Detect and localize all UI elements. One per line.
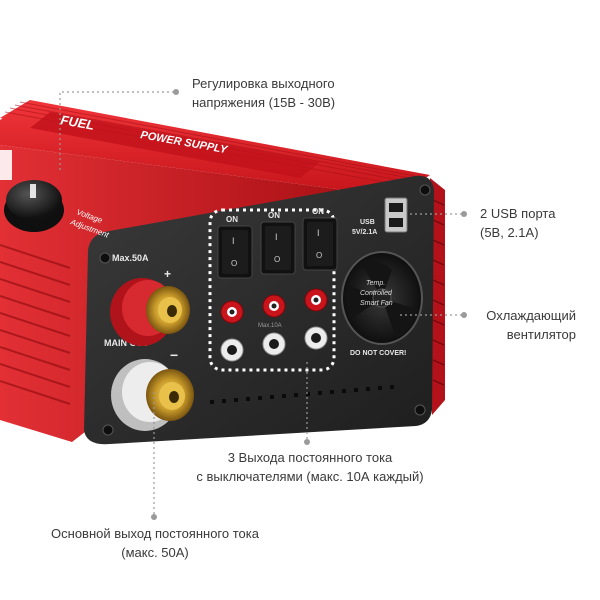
cooling-fan	[341, 251, 423, 345]
screw-icon	[102, 424, 114, 436]
screw-icon	[419, 184, 431, 196]
dc-outputs-highlight	[208, 208, 336, 372]
side-fins	[0, 244, 71, 405]
switch-mark-on: I	[232, 236, 235, 246]
switch-on-label: ON	[268, 211, 280, 220]
switch-on-label: ON	[226, 215, 238, 224]
callout-usb: 2 USB порта (5В, 2.1А)	[480, 204, 555, 242]
callout-voltage-line2: напряжения (15В - 30В)	[192, 95, 336, 110]
callout-main-output: Основной выход постоянного тока (макс. 5…	[20, 524, 290, 562]
callout-voltage: Регулировка выходного напряжения (15В - …	[192, 74, 335, 112]
brand-text: FUEL	[59, 112, 95, 133]
switch-on-label: ON	[312, 207, 324, 216]
polarity-plus: +	[164, 267, 171, 281]
switch-mark-off: O	[231, 259, 237, 268]
callout-dot-icon	[173, 89, 179, 95]
callout-dc-outputs-line2: с выключателями (макс. 10А каждый)	[196, 469, 424, 484]
callout-main-output-line1: Основной выход постоянного тока	[51, 526, 259, 541]
callout-dot-icon	[461, 211, 467, 217]
dc-output-red-row	[220, 288, 328, 324]
usb-label: USB	[360, 219, 375, 226]
main-out-rating: Max.50A	[112, 253, 149, 263]
fan-label-line2: Controlled	[360, 290, 393, 297]
callout-usb-line2: (5В, 2.1А)	[480, 225, 539, 240]
callout-usb-line1: 2 USB порта	[480, 206, 556, 221]
callout-fan: Охлаждающий вентилятор	[486, 306, 576, 344]
top-label-area	[30, 112, 320, 178]
callout-dots	[151, 89, 467, 520]
dc-output-black-row	[220, 326, 328, 362]
polarity-minus: −	[170, 347, 178, 363]
screw-icon	[99, 252, 111, 264]
panel-screws	[99, 184, 431, 436]
display-window	[0, 150, 12, 180]
main-negative-terminal[interactable]	[111, 359, 194, 431]
voltage-knob[interactable]	[4, 180, 64, 232]
callout-dot-icon	[461, 312, 467, 318]
callout-fan-line2: вентилятор	[506, 327, 576, 342]
callout-lines	[59, 91, 462, 515]
rocker-switch-2[interactable]: I O	[260, 221, 296, 275]
aux-rating: Max.10A	[258, 323, 282, 329]
vent-holes	[210, 385, 394, 404]
fan-label-line1: Temp.	[366, 280, 385, 287]
screw-icon	[414, 404, 426, 416]
right-fins	[432, 199, 445, 386]
callout-dot-icon	[151, 514, 157, 520]
switch-mark-off: O	[316, 251, 322, 260]
callout-dc-outputs: 3 Выхода постоянного тока с выключателям…	[170, 448, 450, 486]
switch-mark-on: I	[317, 228, 320, 238]
fan-label-line3: Smart Fan	[360, 300, 393, 307]
callout-dc-outputs-line1: 3 Выхода постоянного тока	[227, 450, 393, 465]
rocker-switch-3[interactable]: I O	[302, 217, 338, 271]
callout-dot-icon	[304, 439, 310, 445]
callout-voltage-line1: Регулировка выходного	[192, 76, 335, 91]
switch-mark-off: O	[274, 255, 280, 264]
main-out-label: MAIN OUT	[104, 338, 149, 348]
case-right-side	[430, 178, 445, 415]
usb-rating: 5V/2.1A	[352, 229, 377, 236]
usb-ports[interactable]	[384, 197, 408, 233]
fan-warning: DO NOT COVER!	[350, 350, 406, 357]
callout-fan-line1: Охлаждающий	[486, 308, 576, 323]
callout-line-voltage	[59, 91, 174, 170]
main-positive-terminal[interactable]	[110, 278, 190, 346]
rocker-switch-1[interactable]: I O	[217, 225, 253, 279]
switch-mark-on: I	[275, 232, 278, 242]
callout-main-output-line2: (макс. 50А)	[121, 545, 189, 560]
